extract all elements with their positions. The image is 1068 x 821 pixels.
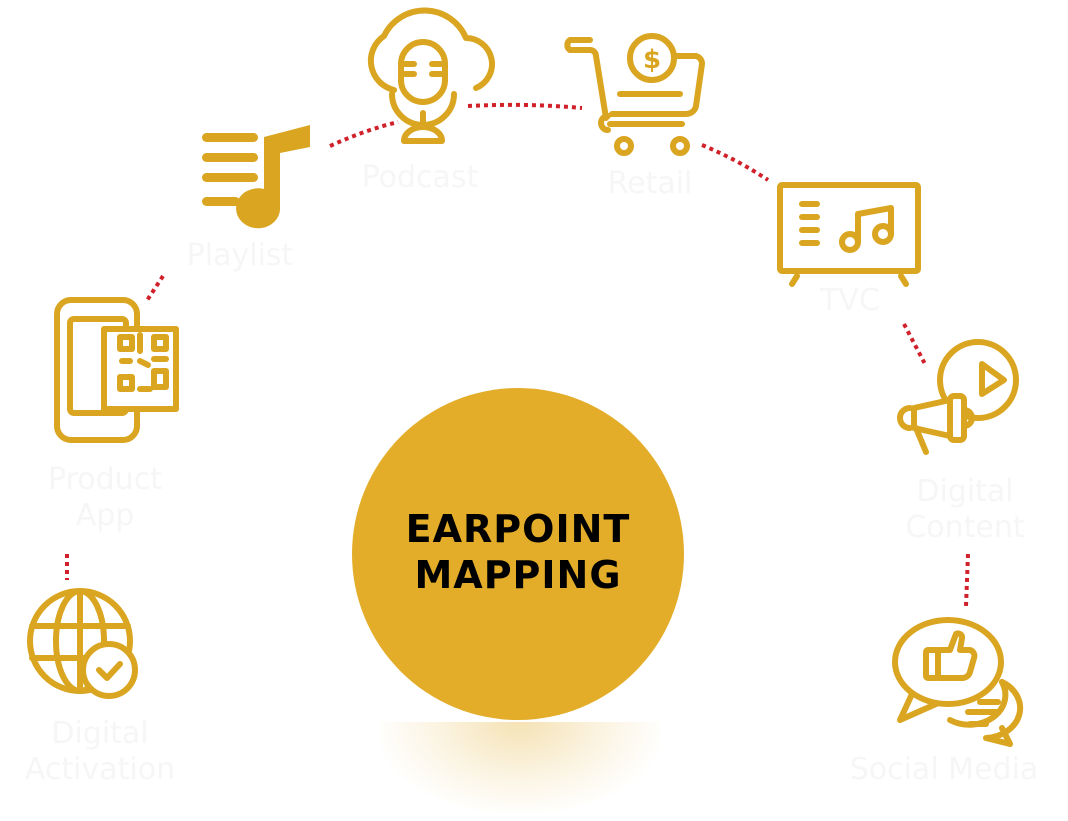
connector-tvc-digital-content [902, 323, 927, 365]
node-label-digital-activation: Digital Activation [24, 716, 176, 787]
hub-reflection [380, 722, 660, 812]
connector-playlist-product-app [144, 274, 165, 304]
tv-music-icon [777, 182, 921, 287]
center-hub: EARPOINT MAPPING [352, 388, 684, 720]
node-label-podcast: Podcast [361, 160, 479, 195]
node-label-digital-content: Digital Content [905, 474, 1025, 545]
svg-text:$: $ [643, 45, 661, 75]
node-label-product-app: Product App [48, 462, 162, 533]
node-label-retail: Retail [607, 166, 693, 201]
connector-digital-content-social [964, 553, 970, 607]
connector-playlist-podcast [329, 120, 399, 148]
music-playlist-icon [202, 125, 310, 229]
globe-check-icon [27, 588, 138, 699]
chat-thumbs-up-icon [892, 617, 1024, 747]
node-label-playlist: Playlist [186, 238, 294, 273]
connector-retail-tvc [701, 143, 770, 182]
hub-title: EARPOINT MAPPING [405, 507, 631, 597]
node-label-tvc: TVC [820, 283, 880, 318]
node-label-social-media: Social Media [849, 752, 1039, 787]
connector-podcast-retail [467, 102, 583, 110]
shopping-cart-dollar-icon: $ [564, 33, 705, 156]
megaphone-play-icon [897, 339, 1019, 455]
cloud-microphone-icon [367, 7, 495, 144]
phone-qr-code-icon [54, 297, 179, 443]
